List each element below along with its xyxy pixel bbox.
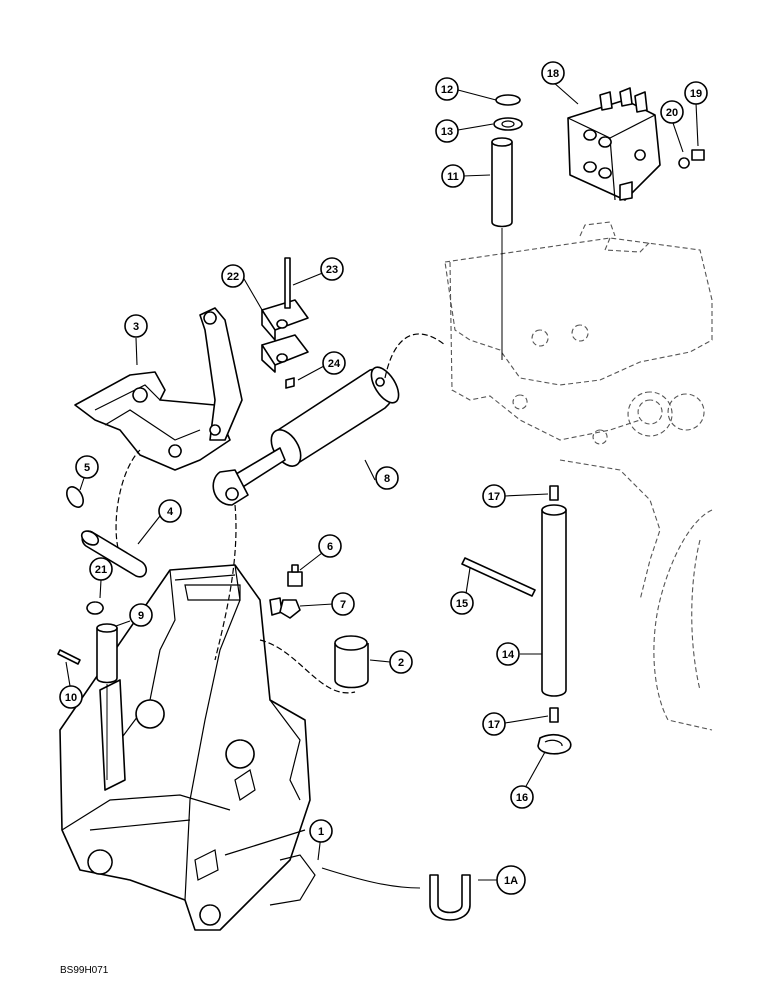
pivot-pin-4 [66, 449, 148, 578]
callout-19: 19 [684, 81, 708, 105]
pivot-pin-14 [461, 485, 572, 755]
callout-20: 20 [660, 100, 684, 124]
bushing-2 [259, 635, 369, 694]
clamp-assembly [261, 257, 309, 389]
hydraulic-cylinder [212, 333, 446, 661]
svg-text:4: 4 [167, 506, 174, 518]
callout-24: 24 [322, 351, 346, 375]
callout-3: 3 [124, 314, 148, 338]
svg-text:12: 12 [441, 84, 453, 96]
callout-17-top: 17 [482, 484, 506, 508]
svg-text:1A: 1A [504, 875, 518, 887]
grease-fitting-6 [287, 564, 303, 587]
svg-text:19: 19 [690, 88, 702, 100]
svg-text:21: 21 [95, 564, 107, 576]
svg-text:10: 10 [65, 692, 77, 704]
leader-lines [65, 81, 699, 881]
u-clip-detail [321, 867, 471, 921]
callout-14: 14 [496, 642, 520, 666]
callout-11: 11 [441, 164, 465, 188]
tractor-frame-outline [444, 221, 713, 731]
svg-text:17: 17 [488, 719, 500, 731]
svg-text:13: 13 [441, 126, 453, 138]
svg-text:15: 15 [456, 598, 468, 610]
callout-13: 13 [435, 119, 459, 143]
callout-18: 18 [541, 61, 565, 85]
callout-1a: 1A [496, 865, 526, 895]
svg-text:18: 18 [547, 68, 559, 80]
svg-text:3: 3 [133, 321, 139, 333]
svg-text:14: 14 [502, 649, 515, 661]
valve-block-18 [567, 87, 705, 201]
svg-text:8: 8 [384, 473, 390, 485]
svg-text:9: 9 [138, 610, 144, 622]
callout-9: 9 [129, 603, 153, 627]
svg-text:17: 17 [488, 491, 500, 503]
callout-16: 16 [510, 785, 534, 809]
svg-text:24: 24 [328, 358, 341, 370]
svg-text:20: 20 [666, 107, 678, 119]
svg-text:22: 22 [227, 271, 239, 283]
callout-4: 4 [158, 499, 182, 523]
pin-9-assembly [57, 601, 118, 780]
drawing-code: BS99H071 [60, 965, 109, 976]
callout-10: 10 [59, 685, 83, 709]
svg-text:11: 11 [447, 171, 459, 183]
callout-21: 21 [89, 557, 113, 581]
callout-12: 12 [435, 77, 459, 101]
swing-tower [59, 564, 316, 931]
callout-7: 7 [331, 592, 355, 616]
svg-text:2: 2 [398, 657, 404, 669]
callout-15: 15 [450, 591, 474, 615]
svg-text:7: 7 [340, 599, 346, 611]
svg-text:1: 1 [318, 826, 324, 838]
svg-text:6: 6 [327, 541, 333, 553]
callout-8: 8 [375, 466, 399, 490]
swing-pin-11 [491, 94, 523, 360]
nut-7 [279, 599, 301, 619]
callout-17-bottom: 17 [482, 712, 506, 736]
callout-22: 22 [221, 264, 245, 288]
callout-23: 23 [320, 257, 344, 281]
swing-linkage [74, 307, 243, 471]
callout-2: 2 [389, 650, 413, 674]
callout-5: 5 [75, 455, 99, 479]
callout-6: 6 [318, 534, 342, 558]
svg-text:23: 23 [326, 264, 338, 276]
callout-1: 1 [309, 819, 333, 843]
svg-text:16: 16 [516, 792, 528, 804]
svg-text:5: 5 [84, 462, 90, 474]
